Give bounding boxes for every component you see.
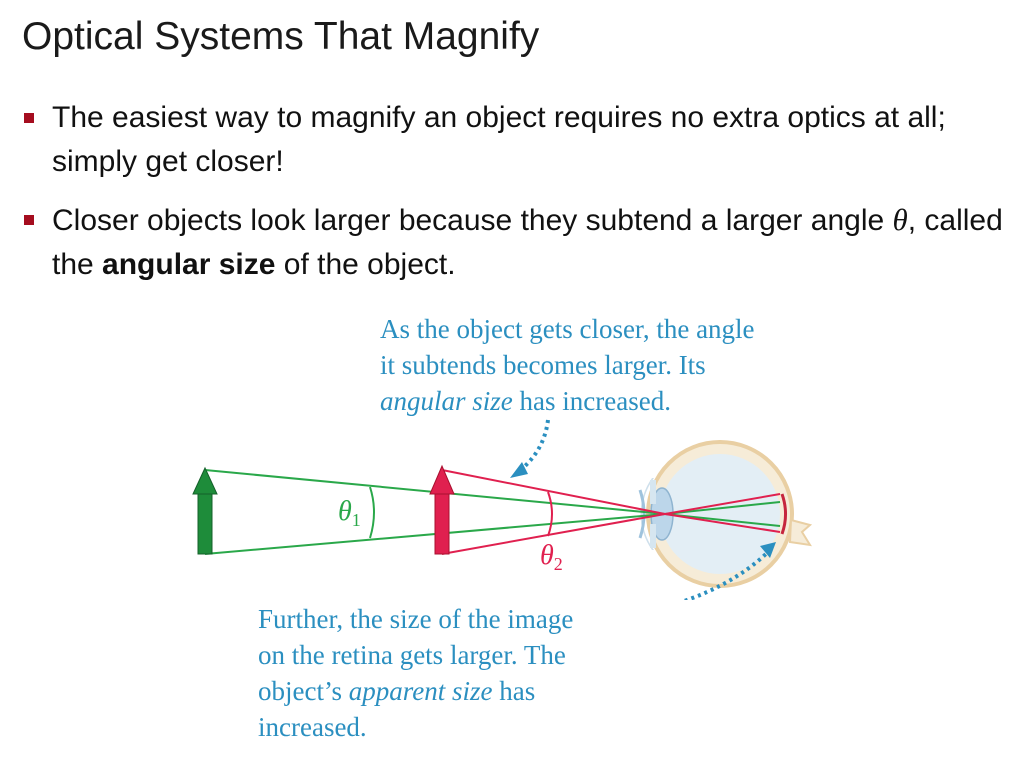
callout-top-line-3: angular size has increased. — [380, 383, 860, 419]
bullet-item-2: Closer objects look larger because they … — [22, 198, 1012, 287]
theta2-arc — [547, 491, 553, 537]
callout-top-emphasis: angular size — [380, 386, 513, 416]
bullet-text-2a: Closer objects look larger because they … — [52, 204, 893, 237]
callout-angular-size: As the object gets closer, the angle it … — [380, 311, 860, 419]
dotted-arrow-icon — [510, 419, 550, 478]
theta2-symbol: θ — [540, 540, 554, 571]
callout-top-line-3-rest: has increased. — [512, 386, 671, 416]
theta1-label: θ1 — [338, 496, 361, 530]
near-object-rays — [441, 469, 781, 555]
theta2-subscript: 2 — [554, 554, 563, 574]
callout-top-line-1: As the object gets closer, the angle — [380, 314, 755, 344]
bullet-item-1: The easiest way to magnify an object req… — [22, 96, 1012, 184]
callout-bottom-line-2: on the retina gets larger. The — [258, 640, 566, 670]
callout-bottom-line-4: increased. — [258, 712, 367, 742]
angular-size-diagram: θ1 θ2 — [192, 419, 813, 600]
dotted-arrow-icon — [680, 542, 776, 600]
bullet-text-1: The easiest way to magnify an object req… — [52, 101, 946, 178]
eye-icon — [638, 440, 813, 588]
red-arrow-icon — [429, 464, 455, 555]
theta1-arc — [369, 486, 375, 539]
angular-size-term: angular size — [102, 248, 276, 281]
theta1-symbol: θ — [338, 496, 352, 527]
callout-bottom-line-3-start: object’s — [258, 676, 349, 706]
callout-bottom-emphasis: apparent size — [348, 676, 493, 706]
green-arrow-icon — [192, 466, 218, 555]
callout-bottom-line-1: Further, the size of the image — [258, 604, 574, 634]
bullet-marker-icon — [24, 215, 34, 225]
slide-title: Optical Systems That Magnify — [22, 15, 540, 58]
theta2-label: θ2 — [540, 540, 563, 574]
callout-bottom-line-3-end: has — [492, 676, 536, 706]
bullet-text-2c: of the object. — [275, 248, 456, 281]
bullet-marker-icon — [24, 113, 34, 123]
callout-apparent-size: Further, the size of the image on the re… — [258, 601, 658, 745]
bullet-list: The easiest way to magnify an object req… — [22, 96, 1012, 301]
theta-symbol: θ — [892, 202, 908, 237]
callout-top-line-2: it subtends becomes larger. Its — [380, 350, 706, 380]
callout-bottom-line-3: object’s apparent size has — [258, 673, 658, 709]
bullet-text-2b: , called the — [52, 204, 1003, 281]
theta1-subscript: 1 — [352, 510, 361, 530]
